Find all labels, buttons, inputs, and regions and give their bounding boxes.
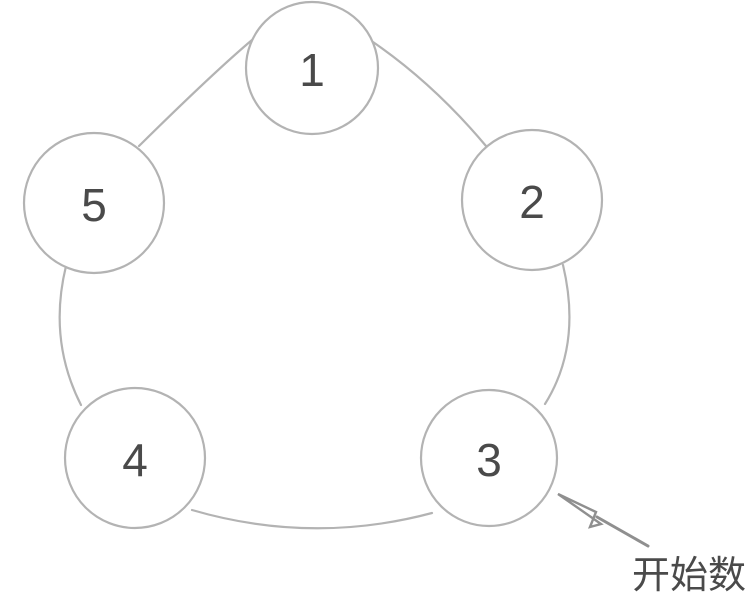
start-pointer-group (557, 492, 650, 548)
start-annotation-label: 开始数 (632, 553, 746, 597)
node-2-label: 2 (519, 176, 545, 228)
node-1-label: 1 (299, 44, 325, 96)
node-5-circle[interactable] (22, 131, 166, 275)
node-4-circle[interactable] (63, 386, 207, 530)
node-3-label: 3 (476, 434, 502, 486)
node-3[interactable]: 3 (419, 388, 559, 528)
link-arc-4-to-5 (58, 264, 83, 407)
node-3-circle[interactable] (419, 388, 559, 528)
arrow-head-icon (557, 492, 604, 529)
link-group (58, 38, 571, 530)
node-group: 1 2 3 4 5 (22, 0, 604, 530)
link-arc-2-to-3 (543, 263, 571, 406)
node-4[interactable]: 4 (63, 386, 207, 530)
node-2-circle[interactable] (460, 128, 604, 272)
node-1[interactable]: 1 (244, 0, 380, 136)
pointer-line (595, 515, 650, 548)
node-4-label: 4 (122, 434, 148, 486)
node-1-circle[interactable] (244, 0, 380, 136)
link-arc-5-to-1 (137, 38, 254, 148)
node-5-label: 5 (81, 179, 107, 231)
link-arc-3-to-4 (190, 508, 434, 530)
link-arc-1-to-2 (371, 40, 488, 148)
node-2[interactable]: 2 (460, 128, 604, 272)
node-5[interactable]: 5 (22, 131, 166, 275)
